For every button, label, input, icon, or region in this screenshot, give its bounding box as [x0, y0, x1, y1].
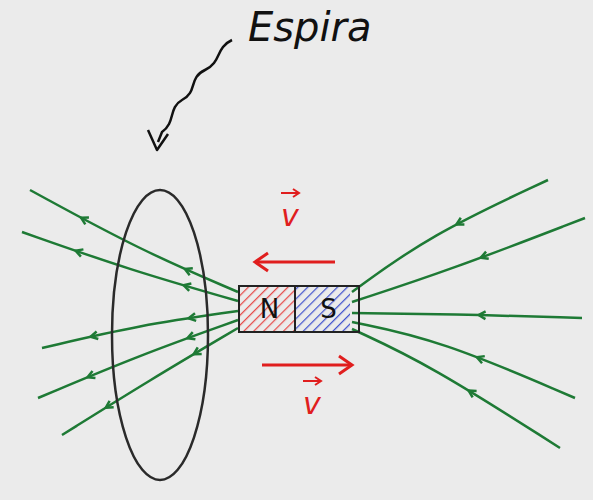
velocity-label: v: [303, 386, 321, 421]
pole-letter: N: [240, 287, 299, 331]
field-line: [352, 329, 560, 448]
magnet-divider: [294, 287, 296, 331]
field-arrowhead: [477, 356, 485, 363]
pointer-arrow: [158, 40, 232, 142]
field-arrowhead: [81, 218, 89, 225]
pole-letter: S: [299, 287, 358, 331]
field-arrowhead: [479, 311, 486, 319]
field-arrowhead: [91, 331, 99, 338]
field-line: [352, 218, 585, 302]
loop-label: Espira: [248, 4, 372, 50]
velocity-arrowhead: [255, 253, 268, 271]
field-arrowhead: [481, 252, 489, 259]
vector-arrow: [278, 188, 302, 198]
field-arrowhead: [185, 268, 193, 275]
field-line: [352, 180, 548, 292]
field-arrowhead: [187, 332, 195, 339]
velocity-label: v: [278, 188, 302, 233]
field-arrowhead: [76, 249, 84, 256]
loop-label: Espira: [248, 4, 372, 50]
field-line: [62, 328, 238, 435]
velocity-label: v: [281, 198, 299, 233]
field-arrowhead: [189, 313, 197, 321]
field-arrowhead: [456, 218, 464, 225]
field-line: [352, 313, 582, 318]
field-arrowhead: [184, 284, 192, 291]
bar-magnet: NS: [238, 285, 360, 333]
wire-loop: [112, 190, 208, 480]
field-lines: [22, 180, 585, 448]
field-arrowhead: [106, 401, 114, 408]
field-arrowhead: [88, 371, 96, 378]
field-arrowhead: [194, 347, 202, 354]
velocity-arrow: [255, 261, 335, 264]
velocity-label: v: [300, 376, 324, 421]
velocity-arrowhead: [339, 356, 352, 374]
field-arrowhead: [469, 391, 477, 398]
pointer-arrowhead: [148, 130, 168, 150]
field-line: [30, 190, 238, 292]
vector-arrow: [300, 376, 324, 386]
velocity-arrow: [262, 364, 352, 367]
